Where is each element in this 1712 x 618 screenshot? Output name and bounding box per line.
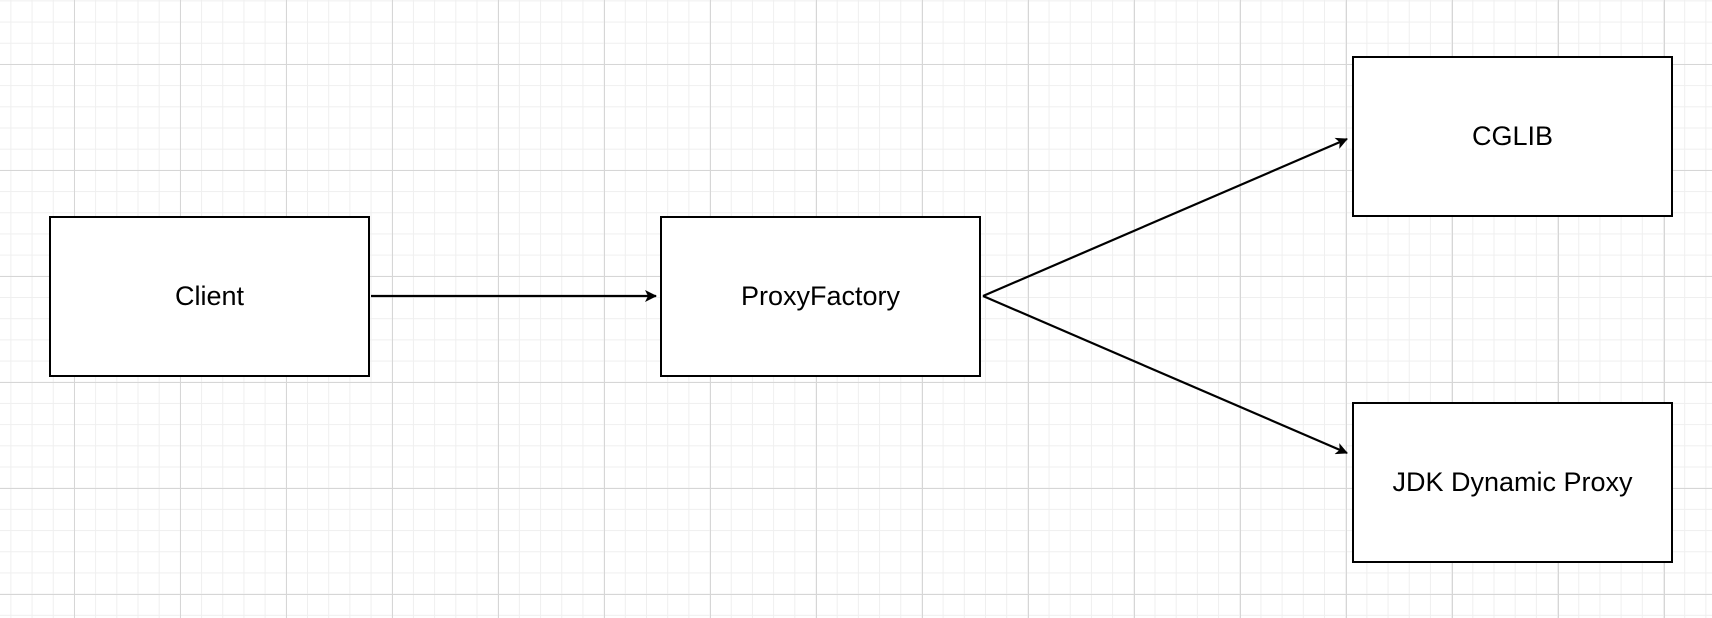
node-cglib-label: CGLIB	[1471, 121, 1554, 151]
node-client-label: Client	[174, 281, 245, 311]
node-proxyfactory[interactable]: ProxyFactory	[660, 216, 981, 377]
node-proxyfactory-label: ProxyFactory	[740, 281, 901, 311]
edge-proxyfactory-to-jdk-proxy	[982, 294, 1348, 455]
node-jdk-dynamic-proxy[interactable]: JDK Dynamic Proxy	[1352, 402, 1673, 563]
node-cglib[interactable]: CGLIB	[1352, 56, 1673, 217]
node-client[interactable]: Client	[49, 216, 370, 377]
edge-proxyfactory-to-cglib	[982, 137, 1348, 298]
node-jdk-dynamic-proxy-label: JDK Dynamic Proxy	[1392, 467, 1633, 497]
